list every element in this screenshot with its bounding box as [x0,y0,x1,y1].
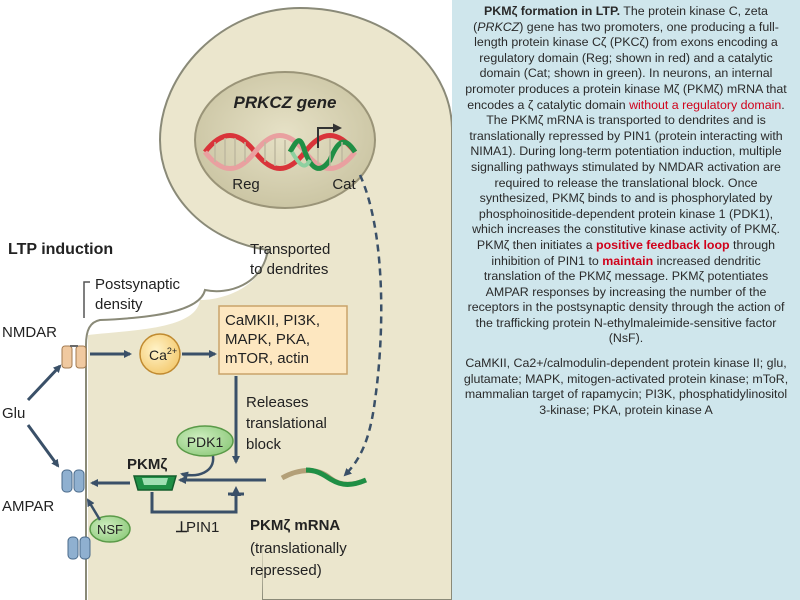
abbreviations-text: CaMKII, Ca2+/calmodulin-dependent protei… [463,356,789,417]
pdk1 [176,425,234,457]
ampar-receptor [61,469,85,493]
pdk1-label: PDK1 [187,434,224,450]
mrna-title: PKMζ mRNA [250,517,340,534]
pdk1-to-pkmz-arrow [180,455,215,480]
glu-label: Glu [2,405,25,422]
highlight-without-regulatory-domain: without a regulatory domain [629,97,782,112]
releases-line-2: translational [246,415,327,432]
pin1-label: PIN1 [186,519,219,536]
caption-text: PKMζ formation in LTP. The protein kinas… [465,4,787,346]
ltp-diagram: PRKCZ gene Reg Cat Transported to dendri… [2,6,452,600]
reg-label: Reg [232,176,260,193]
mrna-line-3: repressed) [250,562,322,579]
pin1-inhibition-symbol: ⊥ [175,519,188,536]
nmdar-label: NMDAR [2,324,57,341]
highlight-positive-feedback-loop: positive feedback loop [596,237,730,252]
promoter-arrow [317,123,342,148]
transported-label-2: to dendrites [250,261,328,278]
pkmz-mrna-coding [305,467,367,487]
ampar-receptor-internal [67,536,91,560]
nsf [89,515,131,543]
glu-to-ampar-arrow [26,424,60,468]
psd-label: Postsynaptic [95,276,181,293]
releases-line-1: Releases [246,394,309,411]
kinases-line-1: CaMKII, PI3K, [225,312,320,329]
dna-helix [203,133,358,171]
ltp-induction-heading: LTP induction [8,241,113,258]
gene-title: PRKCZ gene [234,93,337,112]
nsf-label: NSF [97,522,123,537]
nsf-to-ampar-arrow [86,498,102,521]
releases-line-3: block [246,436,282,453]
kinases-box [218,305,348,375]
cat-label: Cat [332,176,356,193]
psd-label-2: density [95,296,143,313]
kinases-line-3: mTOR, actin [225,350,309,367]
mrna-line-2: (translationally [250,540,347,557]
highlight-maintain: maintain [602,253,654,268]
glu-to-nmdar-arrow [26,364,62,402]
caption-title: PKMζ formation in LTP. [484,4,621,18]
calcium-ion [139,333,181,375]
transport-arrow [343,174,383,477]
pkmz-inhibits-pin1-line [150,492,238,514]
kinases-line-2: MAPK, PKA, [225,331,310,348]
transported-label: Transported [250,241,330,258]
calcium-label: Ca2+ [149,346,177,363]
ampar-label: AMPAR [2,498,54,515]
psd-bracket [83,281,90,318]
nmdar-channel [61,345,87,369]
pkmz-label: PKMζ [127,456,167,473]
spine-border [85,249,269,600]
caption-panel: PKMζ formation in LTP. The protein kinas… [452,0,800,600]
